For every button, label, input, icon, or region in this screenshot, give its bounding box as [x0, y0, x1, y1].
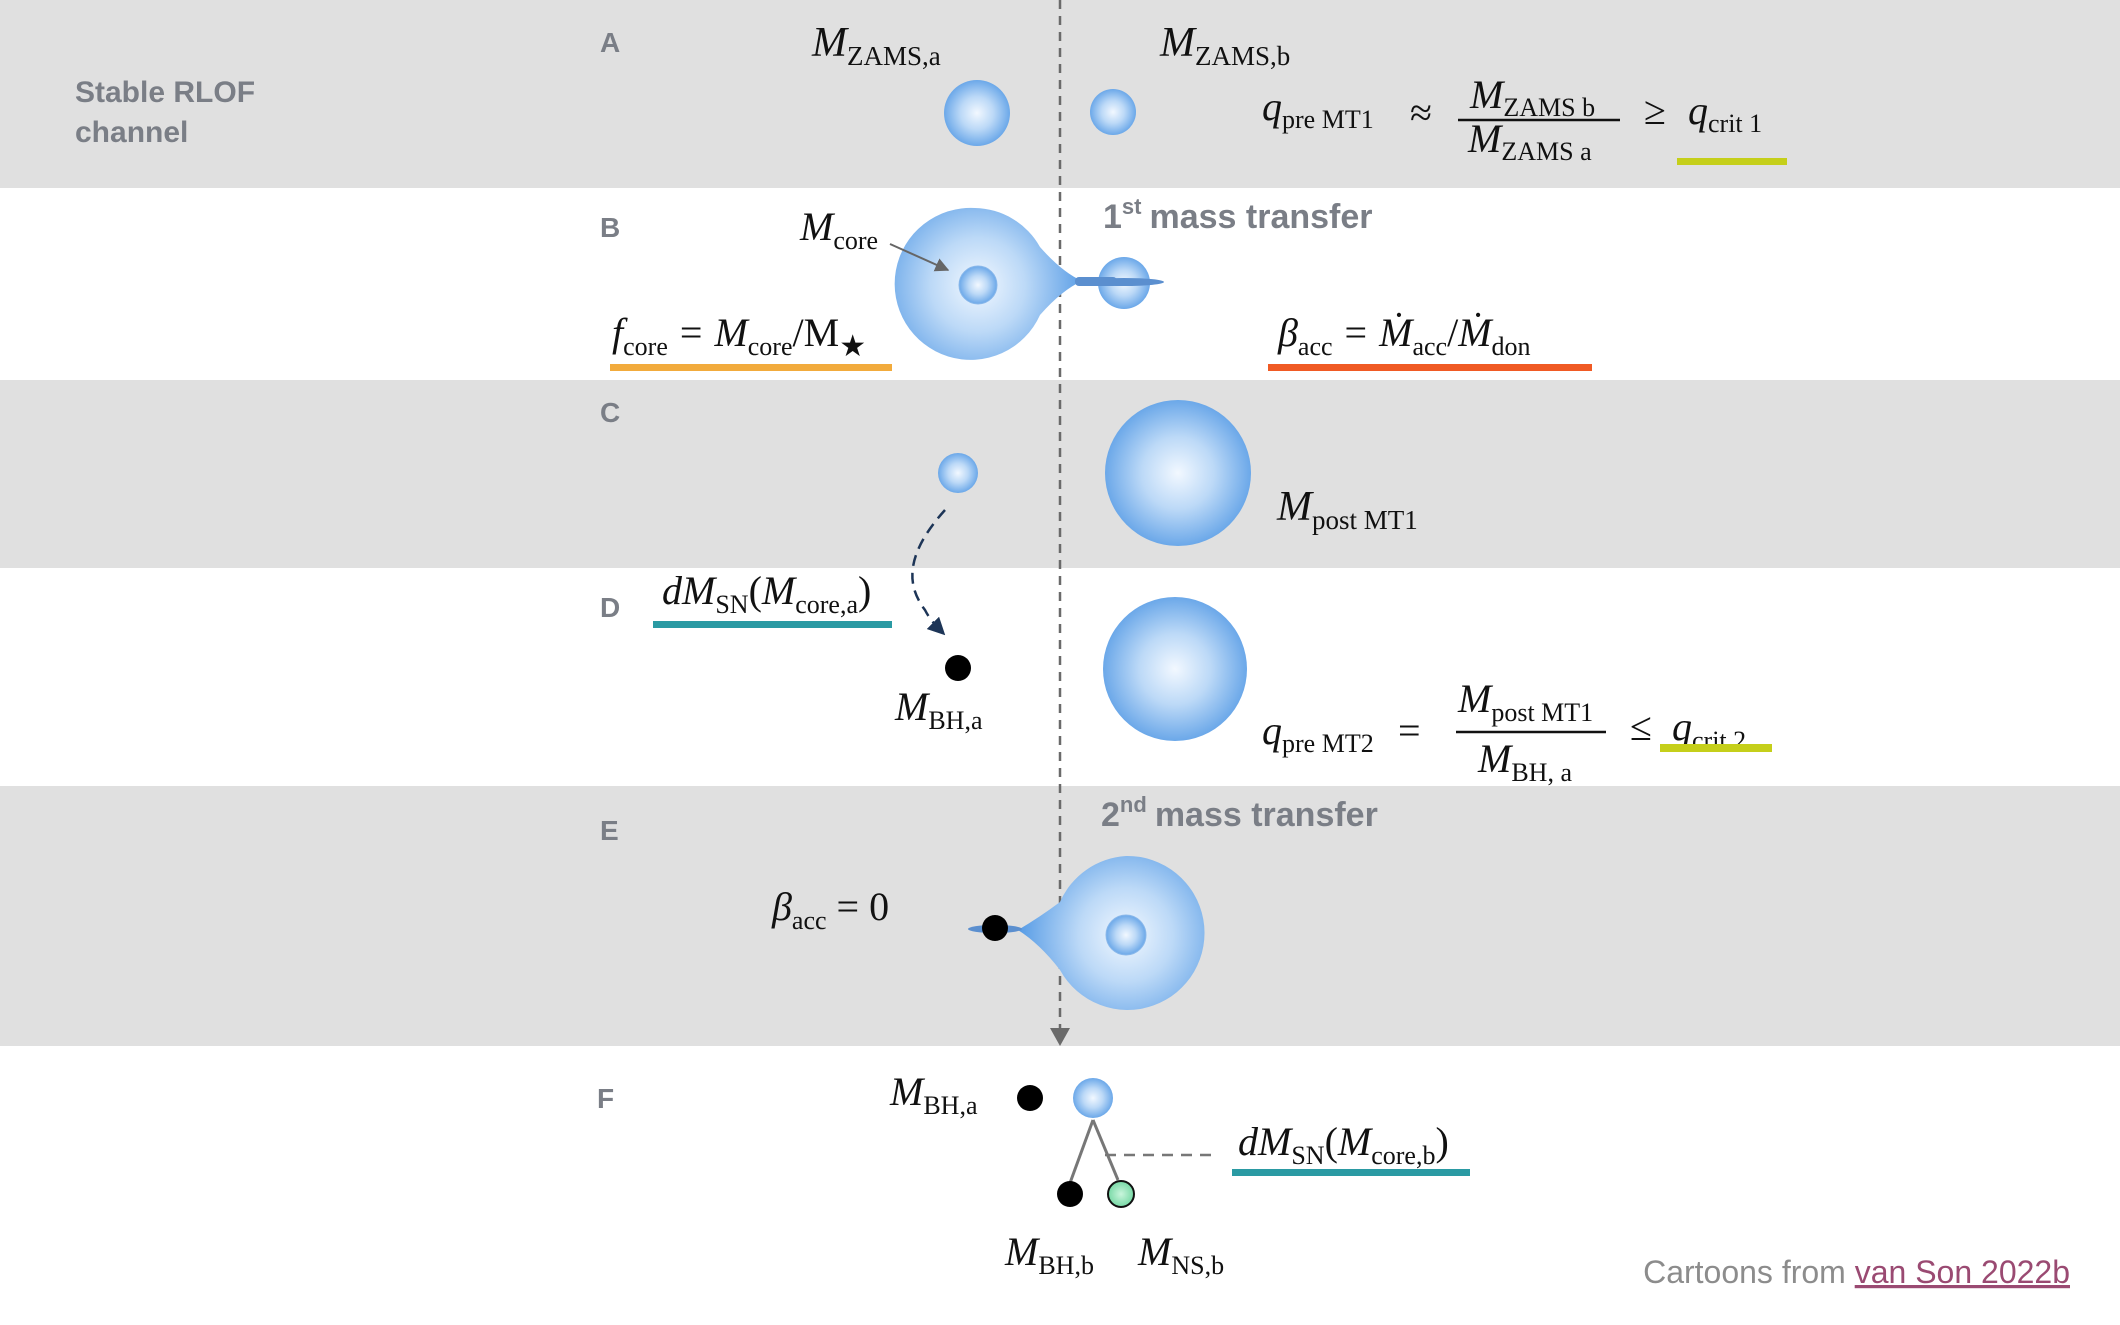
svg-text:≥: ≥: [1644, 88, 1666, 133]
svg-text:MZAMS b: MZAMS b: [1469, 72, 1595, 122]
label-m-zams-a: MZAMS,a: [811, 20, 941, 71]
label-m-core: Mcore: [799, 204, 878, 255]
core-pointer-arrow: [889, 243, 950, 272]
row-letter-a: A: [600, 27, 620, 58]
branch-line-ns: [1091, 1119, 1120, 1181]
black-hole-a-e: [982, 915, 1008, 941]
label-m-ns-b: MNS,b: [1137, 1229, 1224, 1280]
row-letter-f: F: [597, 1083, 614, 1114]
supernova-collapse-arrow: [911, 509, 946, 636]
label-m-bh-a-f: MBH,a: [889, 1069, 978, 1120]
label-m-bh-a-d: MBH,a: [894, 684, 983, 735]
equation-dm-sn-a: dMSN(Mcore,a): [653, 568, 892, 628]
stripped-core-c: [938, 453, 978, 493]
svg-text:qpre MT1: qpre MT1: [1262, 84, 1374, 134]
svg-text:dMSN(Mcore,b): dMSN(Mcore,b): [1238, 1119, 1449, 1170]
label-m-post-mt1: Mpost MT1: [1276, 484, 1418, 535]
svg-text:qpre MT2: qpre MT2: [1262, 708, 1374, 758]
credit-link[interactable]: van Son 2022b: [1855, 1254, 2070, 1290]
equation-q-pre-mt2: qpre MT2 = Mpost MT1 MBH, a ≤ qcrit 2: [1262, 676, 1772, 787]
row-letter-d: D: [600, 592, 620, 623]
black-hole-b: [1057, 1181, 1083, 1207]
channel-title-line-1: Stable RLOF: [75, 76, 255, 109]
row-band-f: [0, 1046, 2120, 1325]
svg-text:dMSN(Mcore,a): dMSN(Mcore,a): [662, 568, 871, 619]
svg-text:fcore=Mcore/M★: fcore=Mcore/M★: [612, 310, 866, 363]
underline-beta-acc: [1268, 364, 1592, 371]
row-letter-c: C: [600, 397, 620, 428]
accretor-post-mt1-c: [1105, 400, 1251, 546]
svg-text:=: =: [1398, 708, 1421, 753]
row-band-a: [0, 0, 2120, 188]
row-letter-e: E: [600, 815, 619, 846]
donor-core-e: [1105, 914, 1147, 956]
underline-f-core: [610, 364, 892, 371]
underline-dm-sn-b: [1232, 1169, 1470, 1176]
black-hole-a-f: [1017, 1085, 1043, 1111]
svg-text:MZAMS a: MZAMS a: [1467, 116, 1592, 166]
equation-q-pre-mt1: qpre MT1 ≈ MZAMS b MZAMS a ≥ qcrit 1: [1262, 72, 1787, 166]
companion-star-d: [1103, 597, 1247, 741]
underline-dm-sn-a: [653, 621, 892, 628]
row-letter-b: B: [600, 212, 620, 243]
svg-text:Mpost MT1: Mpost MT1: [1457, 676, 1593, 727]
star-a-zams: [944, 80, 1010, 146]
svg-text:≈: ≈: [1410, 90, 1432, 135]
svg-text:MBH, a: MBH, a: [1477, 736, 1572, 787]
svg-text:qcrit 1: qcrit 1: [1688, 88, 1762, 138]
equation-f-core: fcore=Mcore/M★: [610, 310, 892, 371]
neutron-star-b: [1107, 1180, 1135, 1208]
equation-dm-sn-b: dMSN(Mcore,b): [1232, 1119, 1470, 1176]
channel-title-line-2: channel: [75, 116, 188, 149]
donor-core: [958, 265, 998, 305]
black-hole-a-d: [945, 655, 971, 681]
equation-beta-zero: βacc= 0: [771, 884, 889, 935]
core-b-f: [1073, 1078, 1113, 1118]
branch-line-bh: [1068, 1119, 1095, 1184]
equation-beta-acc: βacc=Ṁacc/Ṁdon: [1268, 310, 1592, 371]
label-m-zams-b: MZAMS,b: [1159, 20, 1290, 71]
label-m-bh-b: MBH,b: [1004, 1229, 1094, 1280]
svg-text:βacc=Ṁacc/Ṁdon: βacc=Ṁacc/Ṁdon: [1277, 310, 1531, 361]
star-b-zams: [1090, 89, 1136, 135]
mass-transfer-stream: [1075, 277, 1117, 286]
underline-q-crit-2: [1660, 744, 1772, 752]
underline-q-crit-1: [1677, 158, 1787, 165]
svg-text:≤: ≤: [1630, 704, 1652, 749]
time-axis-arrowhead: [1050, 1028, 1070, 1046]
credit-line: Cartoons from van Son 2022b: [1643, 1254, 2070, 1290]
